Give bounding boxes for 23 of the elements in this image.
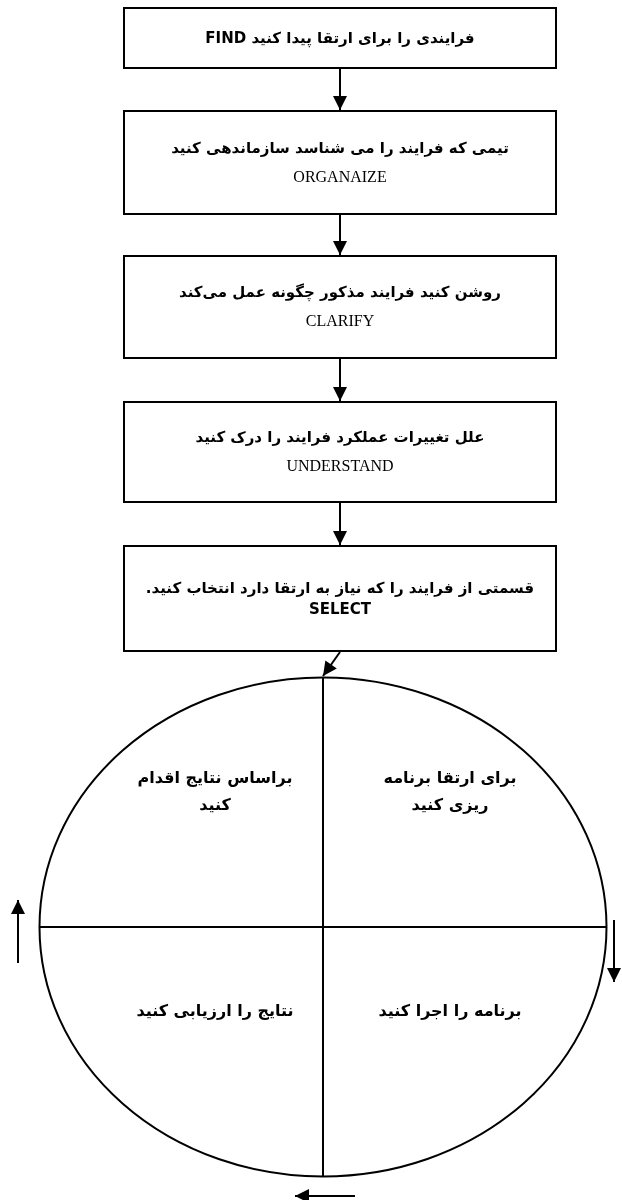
process-box — [123, 7, 557, 69]
quadrant-text: نتایج را ارزیابی کنید — [136, 1000, 294, 1023]
process-box — [123, 110, 557, 215]
quadrant-text: برنامه را اجرا کنید — [378, 1000, 522, 1023]
cycle-circle — [38, 676, 608, 1178]
arrow — [333, 68, 347, 111]
process-box — [123, 545, 557, 652]
step-keyword: CLARIFY — [305, 311, 375, 332]
step-keyword: ORGANAIZE — [293, 166, 387, 187]
arrow — [322, 651, 341, 677]
step-text: قسمتی از فرایند را که نیاز به ارتقا دارد انتخاب کنید. SELECT — [144, 578, 536, 619]
arrow — [333, 358, 347, 402]
step-text: علل تغییرات عملکرد فرایند را درک کنید — [195, 427, 485, 448]
quadrant-text: براساس نتایج اقدام کنید — [136, 766, 294, 816]
process-box — [123, 401, 557, 503]
step-keyword: UNDERSTAND — [286, 456, 394, 477]
arrow — [333, 502, 347, 546]
process-box — [123, 255, 557, 359]
arrow — [333, 214, 347, 256]
step-text: فرایندی را برای ارتقا پیدا کنید FIND — [205, 27, 475, 49]
step-text: روشن کنید فرایند مذکور چگونه عمل می‌کند — [179, 282, 501, 303]
step-text: تیمی که فرایند را می شناسد سازماندهی کنید — [171, 137, 509, 158]
quadrant-text: برای ارتقا برنامه ریزی کنید — [382, 766, 518, 816]
